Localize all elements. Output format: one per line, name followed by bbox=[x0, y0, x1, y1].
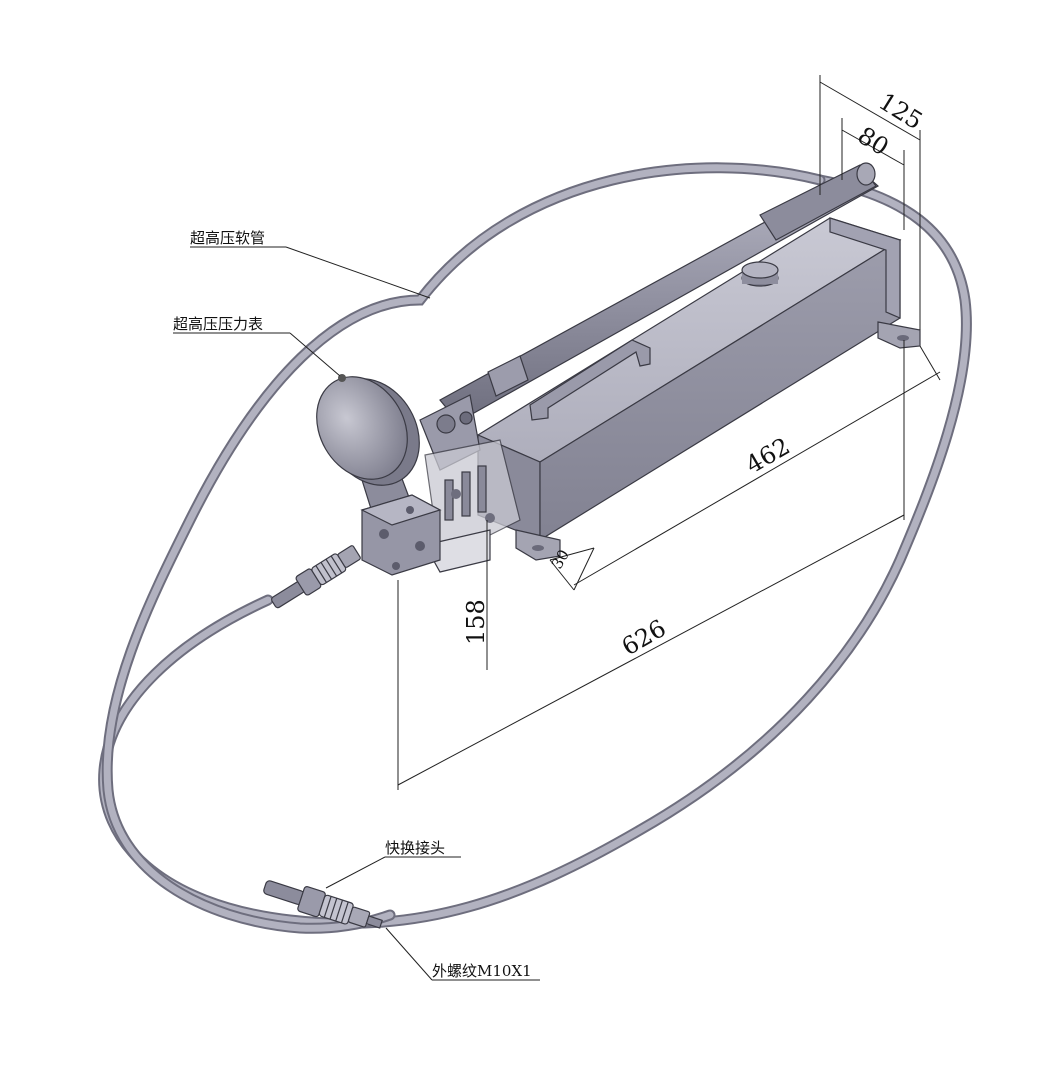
dim-125: 125 bbox=[874, 87, 928, 135]
callout-gauge: 超高压压力表 bbox=[173, 315, 263, 333]
dim-158: 158 bbox=[462, 599, 490, 645]
hose bbox=[98, 162, 972, 934]
callout-hose: 超高压软管 bbox=[190, 229, 265, 247]
dimension-lines bbox=[397, 75, 941, 790]
pump-lever bbox=[439, 162, 880, 423]
callout-coupler: 快换接头 bbox=[385, 839, 445, 857]
valve-block bbox=[419, 394, 521, 573]
port-block bbox=[360, 494, 442, 576]
callout-leaders bbox=[173, 246, 540, 981]
pressure-gauge bbox=[316, 374, 420, 513]
callout-thread: 外螺纹M10X1 bbox=[432, 962, 532, 980]
outlet-fitting bbox=[271, 545, 361, 609]
pump-body bbox=[476, 217, 921, 561]
quick-coupler bbox=[263, 880, 383, 929]
carry-handle bbox=[529, 339, 651, 421]
